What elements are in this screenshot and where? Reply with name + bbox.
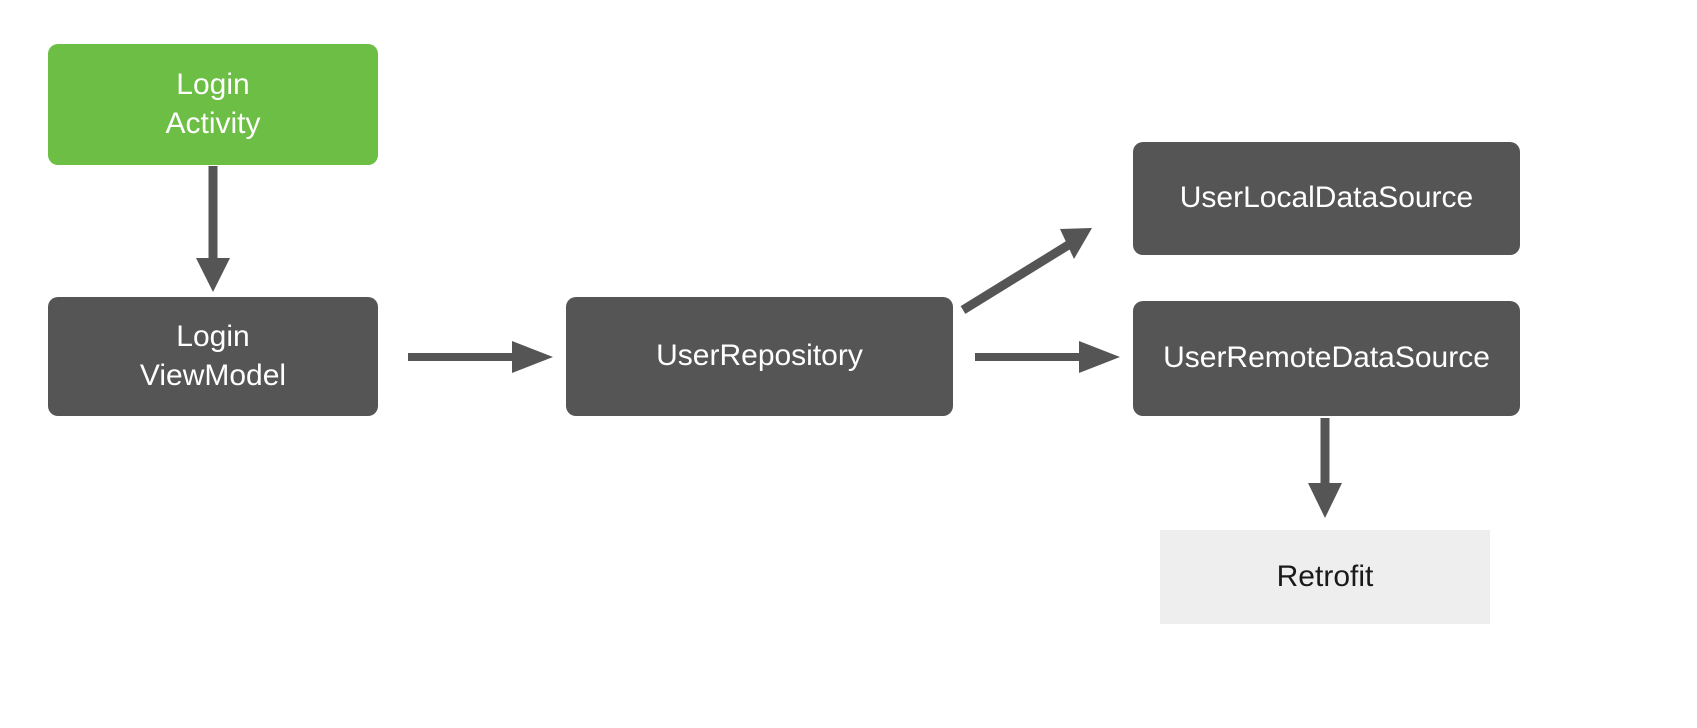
- node-retrofit-label: Retrofit: [1276, 559, 1374, 593]
- node-user-remote-datasource-label: UserRemoteDataSource: [1163, 341, 1490, 375]
- arrow-activity-to-viewmodel: [196, 166, 230, 292]
- node-user-local-datasource[interactable]: UserLocalDataSource: [1133, 142, 1520, 255]
- arrow-repository-to-remote: [975, 341, 1120, 373]
- arrow-viewmodel-to-repository: [408, 341, 553, 373]
- node-user-remote-datasource[interactable]: UserRemoteDataSource: [1133, 301, 1520, 416]
- arrow-repository-to-local: [960, 228, 1092, 314]
- node-login-activity-label: Login Activity: [165, 68, 261, 140]
- node-retrofit[interactable]: Retrofit: [1160, 530, 1490, 624]
- node-login-viewmodel[interactable]: Login ViewModel: [48, 297, 378, 416]
- node-user-repository[interactable]: UserRepository: [566, 297, 953, 416]
- node-user-repository-label: UserRepository: [656, 339, 863, 373]
- arrow-remote-to-retrofit: [1308, 418, 1342, 518]
- node-login-activity[interactable]: Login Activity: [48, 44, 378, 165]
- node-user-local-datasource-label: UserLocalDataSource: [1179, 181, 1474, 215]
- node-login-viewmodel-label: Login ViewModel: [139, 320, 287, 392]
